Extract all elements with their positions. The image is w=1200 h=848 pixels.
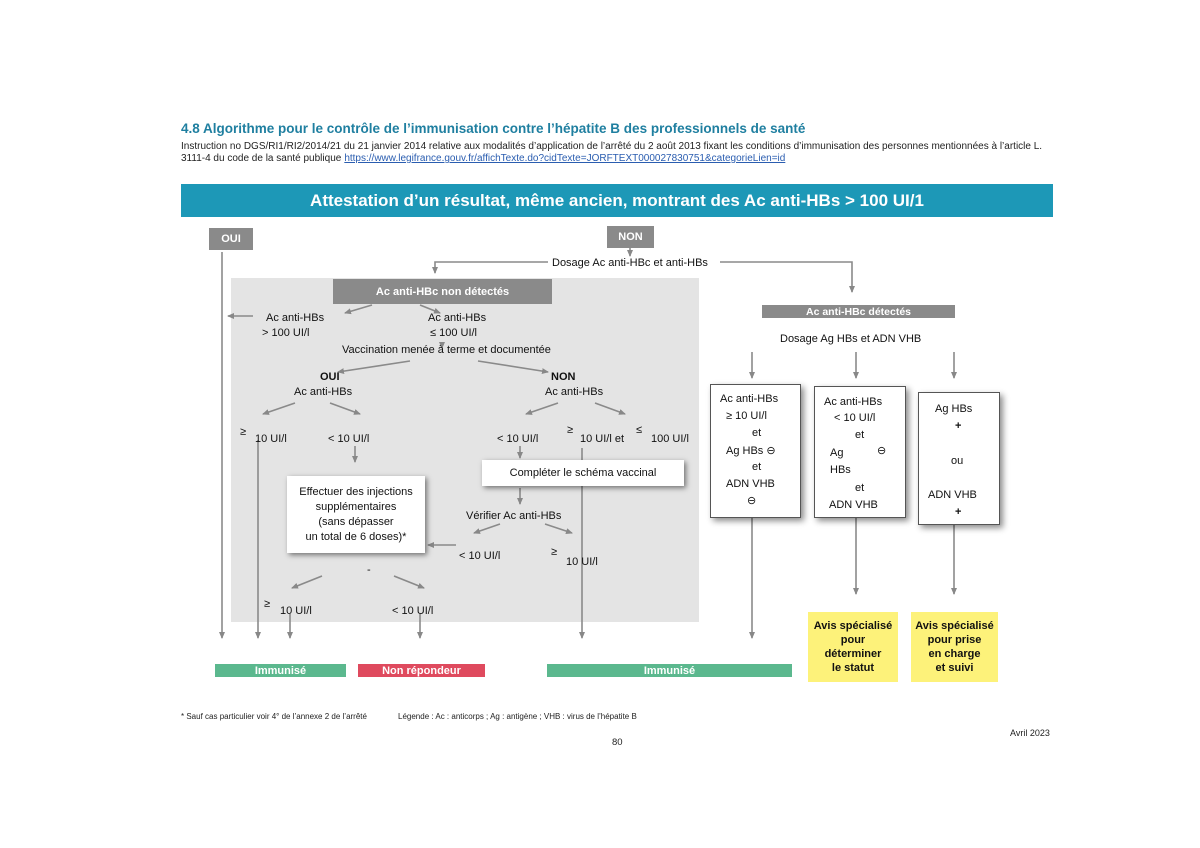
box2-line-8: ADN VHB <box>829 499 878 511</box>
immunise-bar-left: Immunisé <box>215 664 346 677</box>
box1-line-7: ⊖ <box>747 495 757 507</box>
ge-symbol-4: ≥ <box>264 598 271 610</box>
ac-hbs-gt100-value: > 100 UI/l <box>262 327 310 339</box>
dosage-hbc-hbs: Dosage Ac anti-HBc et anti-HBs <box>552 257 708 269</box>
avis2-line-3: en charge <box>928 648 981 660</box>
box2-line-7: et <box>855 482 865 494</box>
non-detected-region <box>231 278 699 622</box>
attestation-banner: Attestation d’un résultat, même ancien, … <box>181 184 1053 217</box>
legifrance-link[interactable]: https://www.legifrance.gouv.fr/affichTex… <box>344 153 786 164</box>
avis1-line-3: déterminer <box>824 648 882 660</box>
result-box-immunise <box>710 384 801 518</box>
box3-line-5: + <box>955 506 962 518</box>
box1-line-1: Ac anti-HBs <box>720 393 779 405</box>
lt10-verifier: < 10 UI/l <box>459 550 501 562</box>
result-box-infected <box>918 392 1000 525</box>
box1-line-3: et <box>752 427 762 439</box>
immunise-bar-right: Immunisé <box>547 664 792 677</box>
avis2-line-2: pour prise <box>927 634 982 646</box>
result-box-non-immunise <box>814 386 906 518</box>
le100-non: 100 UI/l <box>651 433 689 445</box>
non-repondeur-bar: Non répondeur <box>358 664 485 677</box>
injections-line-3: (sans dépasser <box>318 515 394 528</box>
avis1-line-1: Avis spécialisé <box>813 620 893 632</box>
ge10-verifier: 10 UI/l <box>566 556 598 568</box>
injections-line-4: un total de 6 doses)* <box>305 530 407 543</box>
vaccination-question: Vaccination menée à terme et documentée <box>342 344 551 356</box>
avis1-line-4: le statut <box>831 662 875 674</box>
box2-line-2: < 10 UI/l <box>834 412 876 424</box>
ge-symbol-3: ≥ <box>551 546 558 558</box>
box3-line-2: + <box>955 420 962 432</box>
box3-line-4: ADN VHB <box>928 489 977 501</box>
lt10-non: < 10 UI/l <box>497 433 539 445</box>
box2-line-6: HBs <box>830 464 851 476</box>
ge10-et: 10 UI/l et <box>580 433 625 445</box>
vaccination-non-ac: Ac anti-HBs <box>545 386 604 398</box>
ac-hbs-le100-value: ≤ 100 UI/l <box>430 327 478 339</box>
box1-line-6: ADN VHB <box>726 478 775 490</box>
lt10-oui: < 10 UI/l <box>328 433 370 445</box>
legend-text: Légende : Ac : anticorps ; Ag : antigène… <box>398 712 637 721</box>
avis-determiner-statut: Avis spécialisé pour déterminer le statu… <box>808 612 898 682</box>
injections-box: Effectuer des injections supplémentaires… <box>287 476 425 553</box>
ge10-oui: 10 UI/l <box>255 433 287 445</box>
completer-box: Compléter le schéma vaccinal <box>482 460 684 486</box>
date-label: Avril 2023 <box>1010 728 1050 738</box>
ac-hbc-non-detectes-tag: Ac anti-HBc non détectés <box>333 279 552 304</box>
vaccination-oui-ac: Ac anti-HBs <box>294 386 353 398</box>
non-tag: NON <box>607 226 654 248</box>
footnote: * Sauf cas particulier voir 4° de l’anne… <box>181 712 367 721</box>
injections-line-2: supplémentaires <box>315 500 397 513</box>
le-symbol: ≤ <box>636 424 643 436</box>
box1-line-2: ≥ 10 UI/l <box>726 410 767 422</box>
avis-prise-en-charge: Avis spécialisé pour prise en charge et … <box>911 612 998 682</box>
instruction-text: Instruction no DGS/RI1/RI2/2014/21 du 21… <box>181 141 1056 165</box>
box1-line-5: et <box>752 461 762 473</box>
ge-symbol-2: ≥ <box>567 424 574 436</box>
avis2-line-4: et suivi <box>935 662 974 674</box>
page-number: 80 <box>612 737 623 748</box>
oui-tag: OUI <box>209 228 253 250</box>
section-heading: 4.8 Algorithme pour le contrôle de l’imm… <box>181 121 806 136</box>
box3-line-3: ou <box>951 455 964 467</box>
vaccination-oui: OUI <box>320 371 340 383</box>
vaccination-non: NON <box>551 371 576 383</box>
box2-line-1: Ac anti-HBs <box>824 396 883 408</box>
dosage-ag-adn: Dosage Ag HBs et ADN VHB <box>780 333 922 345</box>
box2-line-4: Ag <box>830 447 844 459</box>
ge10-final: 10 UI/l <box>280 605 312 617</box>
verifier-ac: Vérifier Ac anti-HBs <box>466 510 562 522</box>
dash-mark: - <box>367 564 371 576</box>
avis2-line-1: Avis spécialisé <box>915 620 994 632</box>
instruction-body: Instruction no DGS/RI1/RI2/2014/21 du 21… <box>181 141 1043 164</box>
lt10-final: < 10 UI/l <box>392 605 434 617</box>
ac-hbs-le100-label: Ac anti-HBs <box>428 312 487 324</box>
box2-line-5: ⊖ <box>877 445 887 457</box>
box1-line-4: Ag HBs ⊖ <box>726 445 776 457</box>
box3-line-1: Ag HBs <box>935 403 973 415</box>
injections-line-1: Effectuer des injections <box>299 485 413 498</box>
box2-line-3: et <box>855 429 865 441</box>
ac-hbc-detectes-tag: Ac anti-HBc détectés <box>762 305 955 318</box>
avis1-line-2: pour <box>840 634 866 646</box>
ge-symbol-1: ≥ <box>240 426 247 438</box>
ac-hbs-gt100-label: Ac anti-HBs <box>266 312 325 324</box>
